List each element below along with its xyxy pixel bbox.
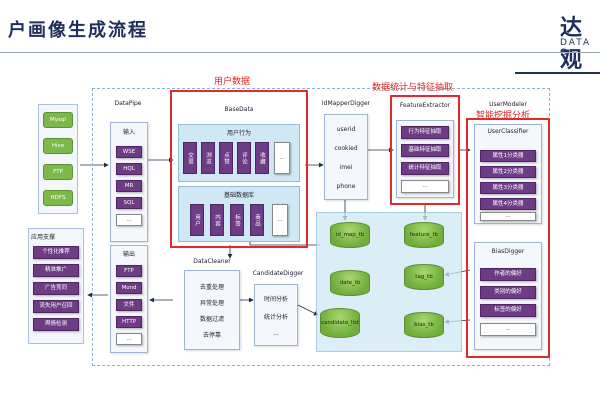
input-item: HQL <box>116 163 142 175</box>
input-item: ... <box>116 214 142 226</box>
classifier-item: ... <box>480 212 536 221</box>
source-hdfs: HDFS <box>43 190 73 206</box>
behavior-item: 交易 <box>183 142 197 174</box>
store-feature: feature_tb <box>404 222 444 248</box>
output-item: HTTP <box>116 316 142 328</box>
idmapper-title: IdMapperDigger <box>321 100 371 107</box>
classifier-item: 属性2分类器 <box>480 166 536 178</box>
bias-item: ... <box>480 323 536 336</box>
output-item: Mond <box>116 282 142 294</box>
annotation-user-data: 用户数据 <box>214 77 251 87</box>
highlight-feature-extraction <box>390 95 460 205</box>
datacleaner-panel <box>184 270 240 350</box>
cleaner-item: 异常处理 <box>199 300 224 307</box>
cleaner-item: 去重处理 <box>199 284 224 291</box>
behavior-item: 浏览 <box>201 142 215 174</box>
service-item: 个性化推荐 <box>33 246 79 259</box>
feature-item: 行为特征抽取 <box>401 126 449 139</box>
feature-title: FeatureExtractor <box>399 102 451 109</box>
arrow-candidate-to-list <box>297 304 319 316</box>
feature-item: 统计特征抽取 <box>401 162 449 175</box>
service-item: 精准推广 <box>33 264 79 277</box>
store-bias: bias_tb <box>404 312 444 338</box>
behavior-item: 收藏 <box>255 142 269 174</box>
feature-item: ... <box>401 180 449 193</box>
source-ftp: FTP <box>43 164 73 180</box>
idmapper-item: userid <box>336 126 356 133</box>
basic-item: 商品 <box>250 204 264 236</box>
feature-item: 基础特征抽取 <box>401 144 449 157</box>
store-id-map: id_map_tb <box>330 222 370 248</box>
highlight-mining <box>466 118 550 358</box>
input-item: MR <box>116 180 142 192</box>
bias-title: BiasDigger <box>491 248 525 255</box>
candidate-title: CandidateDigger <box>252 270 304 277</box>
classifier-title: UserClassifier <box>487 128 529 135</box>
candidate-item: 统计分析 <box>263 314 288 321</box>
header-divider <box>0 52 600 53</box>
input-label: 输入 <box>122 129 135 136</box>
service-item: 舆情检测 <box>33 318 79 331</box>
page-title: 户画像生成流程 <box>8 20 148 41</box>
bias-item: 标签的偏好 <box>480 304 536 317</box>
source-mysql: Mysql <box>43 112 73 128</box>
brand-logo-subtitle: DATA G <box>560 38 592 58</box>
idmapper-item: phone <box>336 183 356 190</box>
usermodeler-title: UserModeler <box>489 101 527 108</box>
classifier-item: 属性1分类器 <box>480 150 536 162</box>
input-item: WSE <box>116 146 142 158</box>
store-date: date_tb <box>330 270 370 296</box>
service-item: 广告竞同 <box>33 282 79 295</box>
basic-db-title: 基础数据库 <box>223 192 254 199</box>
source-hive: Hive <box>43 138 73 154</box>
classifier-item: 属性4分类器 <box>480 198 536 210</box>
output-label: 输出 <box>122 251 135 258</box>
bias-item: 作者的偏好 <box>480 268 536 281</box>
annotation-stats-feature: 数据统计与特征抽取 <box>372 83 454 93</box>
store-tag: tag_tb <box>404 264 444 290</box>
cleaner-item: 数据过滤 <box>199 316 224 323</box>
annotation-mining: 智能挖掘分析 <box>476 111 531 121</box>
highlight-user-data <box>170 90 308 248</box>
behavior-title: 用户行为 <box>226 130 251 137</box>
candidate-item: 时间分析 <box>263 296 288 303</box>
idmapper-panel <box>324 114 368 200</box>
input-item: SQL <box>116 197 142 209</box>
output-item: FTP <box>116 265 142 277</box>
behavior-item: 点赞 <box>219 142 233 174</box>
brand-logo: 达观 <box>560 16 583 73</box>
header-accent-line <box>515 72 600 74</box>
services-title: 应用支撑 <box>31 234 56 241</box>
basic-item: 内容 <box>210 204 224 236</box>
idmapper-item: imei <box>339 164 353 171</box>
cleaner-item: 去停靠 <box>202 332 221 339</box>
basic-item: ... <box>272 204 288 236</box>
idmapper-item: cookied <box>334 145 358 152</box>
bias-item: 类别的偏好 <box>480 286 536 299</box>
service-item: 流失用户召回 <box>33 300 79 313</box>
basic-item: 标签 <box>230 204 244 236</box>
basedata-title: BaseData <box>224 106 254 113</box>
datacleaner-title: DataCleaner <box>193 258 231 265</box>
classifier-item: 属性3分类器 <box>480 182 536 194</box>
store-candidate: candidate_list <box>320 308 360 338</box>
candidate-item: ... <box>273 330 279 337</box>
basic-item: 用户 <box>190 204 204 236</box>
behavior-item: ... <box>274 142 290 174</box>
candidate-panel <box>254 284 298 346</box>
behavior-item: 评论 <box>237 142 251 174</box>
output-item: ... <box>116 333 142 345</box>
output-item: 文件 <box>116 299 142 311</box>
datapipe-title: DataPipe <box>114 100 142 107</box>
